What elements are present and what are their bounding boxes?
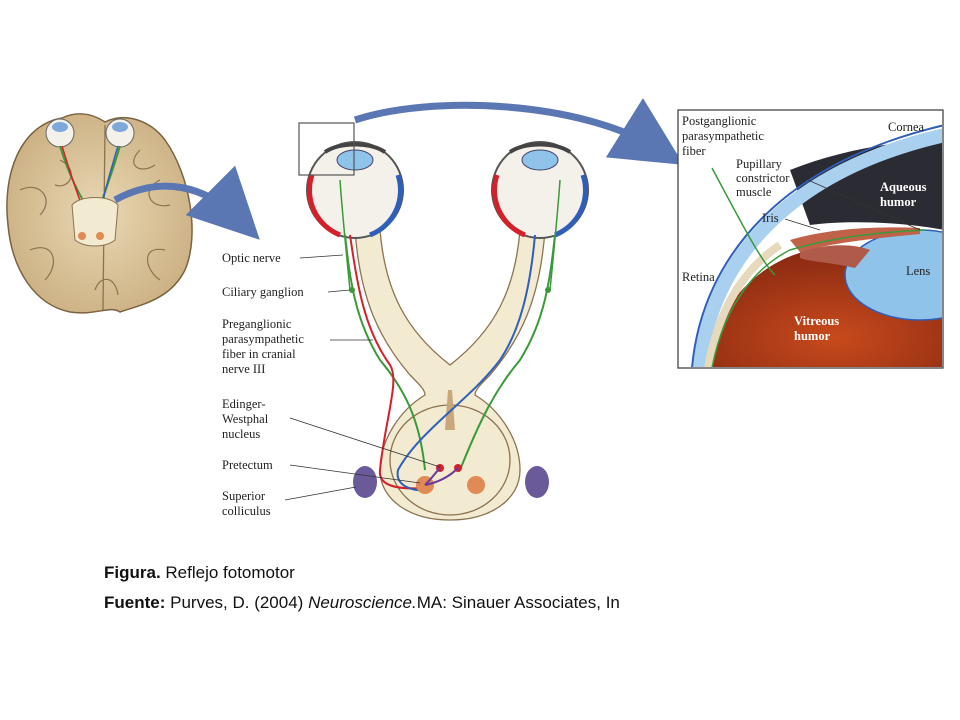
label-aqueous-2: humor bbox=[880, 195, 917, 209]
eye-detail-panel: Postganglionic parasympathetic fiber Pup… bbox=[677, 109, 944, 369]
source-text-1: Purves, D. (2004) bbox=[165, 593, 309, 612]
source-caption: Fuente: Purves, D. (2004) Neuroscience.M… bbox=[104, 593, 620, 613]
label-retina: Retina bbox=[682, 270, 715, 284]
superior-colliculus-left bbox=[353, 466, 377, 498]
right-eye bbox=[491, 141, 589, 239]
figure-caption: Figura. Reflejo fotomotor bbox=[104, 563, 295, 583]
left-labels: Optic nerve Ciliary ganglion Preganglion… bbox=[222, 251, 441, 518]
ciliary-ganglion-right bbox=[545, 287, 551, 293]
label-cornea: Cornea bbox=[888, 120, 925, 134]
label-iris: Iris bbox=[762, 211, 779, 225]
zoom-box bbox=[298, 122, 355, 176]
label-postganglionic-1: Postganglionic bbox=[682, 114, 757, 128]
label-edinger-1: Edinger- bbox=[222, 397, 265, 411]
label-pretectum: Pretectum bbox=[222, 458, 273, 472]
pretectum-right bbox=[467, 476, 485, 494]
label-edinger-2: Westphal bbox=[222, 412, 269, 426]
zoom-arrow-brain bbox=[113, 165, 260, 240]
label-pupillary-2: constrictor bbox=[736, 171, 790, 185]
label-pupillary-1: Pupillary bbox=[736, 157, 783, 171]
zoom-arrow-eye bbox=[353, 98, 684, 165]
brain-ventral-view bbox=[6, 113, 193, 314]
label-optic-nerve: Optic nerve bbox=[222, 251, 281, 265]
ciliary-ganglion-left bbox=[349, 287, 355, 293]
label-superior-colliculus-2: colliculus bbox=[222, 504, 271, 518]
red-fiber bbox=[349, 234, 426, 490]
label-preganglionic-3: fiber in cranial bbox=[222, 347, 296, 361]
label-lens: Lens bbox=[906, 264, 930, 278]
label-pupillary-3: muscle bbox=[736, 185, 772, 199]
label-preganglionic-1: Preganglionic bbox=[222, 317, 292, 331]
central-pathway-diagram bbox=[298, 122, 589, 521]
source-title: Neuroscience. bbox=[308, 593, 417, 612]
green-fiber-left bbox=[344, 234, 426, 471]
label-superior-colliculus-1: Superior bbox=[222, 489, 266, 503]
label-aqueous-1: Aqueous bbox=[880, 180, 927, 194]
source-text-2: MA: Sinauer Associates, In bbox=[416, 593, 620, 612]
green-fiber-right bbox=[459, 234, 556, 471]
label-vitreous-2: humor bbox=[794, 329, 831, 343]
label-postganglionic-3: fiber bbox=[682, 144, 706, 158]
figure-label: Figura. bbox=[104, 563, 161, 582]
label-edinger-3: nucleus bbox=[222, 427, 260, 441]
source-label: Fuente: bbox=[104, 593, 166, 612]
label-ciliary-ganglion: Ciliary ganglion bbox=[222, 285, 304, 299]
label-postganglionic-2: parasympathetic bbox=[682, 129, 764, 143]
left-eye bbox=[306, 141, 404, 239]
label-vitreous-1: Vitreous bbox=[794, 314, 839, 328]
figure-text: Reflejo fotomotor bbox=[160, 563, 295, 582]
label-preganglionic-4: nerve III bbox=[222, 362, 265, 376]
label-preganglionic-2: parasympathetic bbox=[222, 332, 304, 346]
blue-fiber bbox=[396, 234, 536, 492]
superior-colliculus-right bbox=[525, 466, 549, 498]
